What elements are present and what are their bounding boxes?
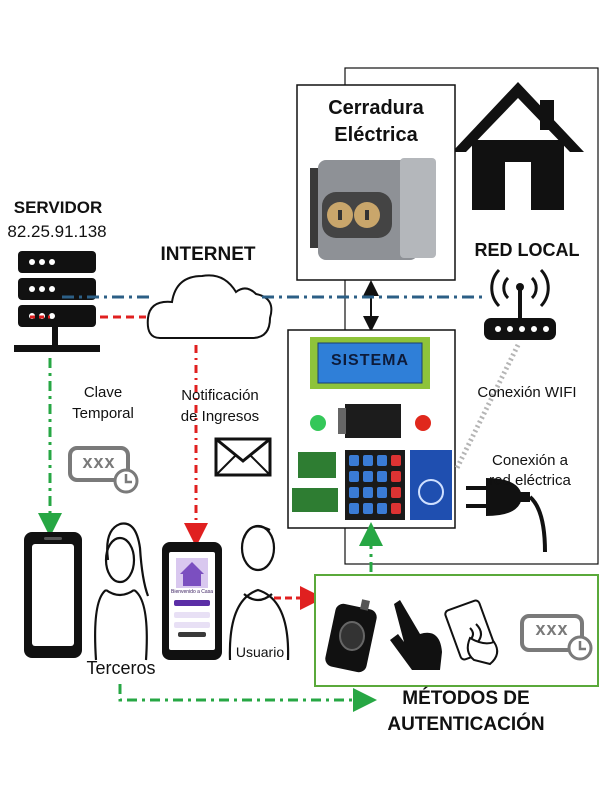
temp-key-line2: Temporal (72, 405, 134, 422)
server-icon (14, 251, 100, 352)
notification-line2: de Ingresos (180, 408, 260, 425)
keypad-key (349, 471, 359, 482)
lcd-display-icon (310, 337, 430, 389)
temp-key-icon-text: xxx (82, 452, 116, 472)
envelope-icon (214, 437, 272, 477)
keypad-key (377, 471, 387, 482)
wifi-link (453, 343, 521, 472)
internet-label: INTERNET (160, 244, 256, 265)
led-green-icon (310, 415, 326, 431)
wifi-connection-label: Conexión WIFI (477, 384, 577, 401)
cloud-icon (146, 274, 273, 339)
power-plug-icon (466, 478, 547, 553)
pin-code-icon (520, 614, 593, 661)
keypad-key (363, 503, 373, 514)
pin-code-icon-text: xxx (535, 619, 569, 639)
notification-line1: Notificación (181, 387, 259, 404)
local-network-label: RED LOCAL (474, 240, 580, 260)
keypad-key (377, 487, 387, 498)
led-red-icon (415, 415, 431, 431)
green-thirdparty-auth-arrow (118, 684, 377, 712)
electric-lock-icon (310, 158, 436, 260)
server-title: SERVIDOR (13, 198, 103, 217)
auth-methods-line2: AUTENTICACIÓN (387, 714, 545, 735)
keypad-key (363, 455, 373, 466)
rf-module-icon (292, 452, 338, 512)
temp-key-icon (68, 446, 139, 494)
phone-screen-title: Bienvenido a Casa (171, 589, 213, 595)
power-connection-line2: red eléctrica (489, 472, 571, 489)
server-ip: 82.25.91.138 (7, 222, 107, 241)
keypad-key (363, 471, 373, 482)
keypad-key (391, 455, 401, 466)
fingerprint-touch-icon (390, 600, 442, 670)
power-connection-line1: Conexión a (492, 452, 568, 469)
temp-key-line1: Clave (83, 384, 123, 401)
keypad-key (349, 503, 359, 514)
keypad-key (377, 455, 387, 466)
lock-title-line1: Cerradura (328, 97, 424, 119)
lock-title-line2: Eléctrica (334, 124, 418, 146)
keypad-key (391, 503, 401, 514)
man-icon (228, 524, 290, 661)
user-phone-icon (162, 542, 222, 660)
keypad-key (377, 503, 387, 514)
keypad-key (363, 487, 373, 498)
rfid-reader-icon (410, 450, 452, 520)
keypad-key (349, 455, 359, 466)
key-fob-icon (325, 599, 377, 673)
microcontroller-icon (338, 404, 401, 438)
keypad-key (391, 471, 401, 482)
card-tap-icon (444, 599, 499, 666)
auth-methods-line1: MÉTODOS DE (402, 688, 530, 709)
woman-icon (94, 522, 150, 661)
keypad-key (349, 487, 359, 498)
third-party-phone-icon (24, 532, 82, 658)
house-boundary (344, 67, 599, 565)
system-lcd-text: SISTEMA (330, 352, 410, 369)
user-label: Usuario (235, 644, 285, 660)
keypad-key (391, 487, 401, 498)
house-icon (452, 82, 584, 210)
router-icon (484, 268, 556, 340)
third-parties-label: Terceros (86, 658, 156, 678)
keypad-icon (345, 450, 405, 520)
